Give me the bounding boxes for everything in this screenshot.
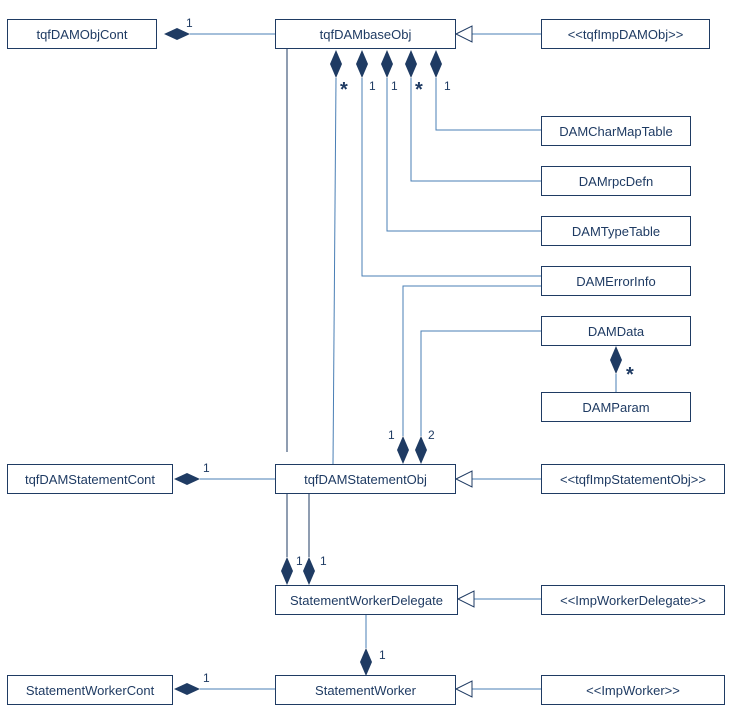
mult-delegate-right: 1 — [320, 554, 327, 568]
connector-base-error — [361, 78, 541, 277]
connector-stmt-error — [402, 285, 541, 436]
mult-base-one-a: 1 — [369, 79, 376, 93]
class-statementworker: StatementWorker — [275, 675, 456, 705]
connector-base-statement-diag — [332, 77, 337, 465]
triangle-impworker — [454, 680, 473, 698]
diamond-base-1 — [330, 50, 342, 78]
class-impworkerdelegate: <<ImpWorkerDelegate>> — [541, 585, 725, 615]
class-tqfdamstatementcont: tqfDAMStatementCont — [7, 464, 173, 494]
class-tqfimpstatementobj: <<tqfImpStatementObj>> — [541, 464, 725, 494]
diamond-base-4 — [405, 50, 417, 78]
mult-objcont-base: 1 — [186, 16, 193, 30]
mult-delegate-left: 1 — [296, 554, 303, 568]
mult-base-one-b: 1 — [391, 79, 398, 93]
class-damcharmaptable: DAMCharMapTable — [541, 116, 691, 146]
mult-worker-cont: 1 — [203, 671, 210, 685]
mult-stmt-error: 1 — [388, 428, 395, 442]
diamond-worker — [360, 648, 372, 676]
connector-base-type — [386, 78, 541, 232]
class-damdata: DAMData — [541, 316, 691, 346]
class-tqfdambaseobj: tqfDAMbaseObj — [275, 19, 456, 49]
diamond-stmt-error — [397, 436, 409, 464]
diamond-data — [610, 346, 622, 374]
diamond-stmt-data — [415, 436, 427, 464]
class-tqfdamobjcont: tqfDAMObjCont — [7, 19, 157, 49]
class-tqfdamstatementobj: tqfDAMStatementObj — [275, 464, 456, 494]
mult-base-one-c: 1 — [444, 79, 451, 93]
triangle-impdelegate — [456, 590, 475, 608]
diamond-base-5 — [430, 50, 442, 78]
mult-stmt-data: 2 — [428, 428, 435, 442]
connector-base-charmap — [435, 78, 541, 131]
mult-worker-delegate: 1 — [379, 648, 386, 662]
diamond-base-3 — [381, 50, 393, 78]
mult-stmt-cont: 1 — [203, 461, 210, 475]
mult-data-param: * — [626, 364, 634, 386]
diamond-objcont — [164, 28, 190, 40]
connector-base-rpc — [410, 78, 541, 182]
class-statementworkercont: StatementWorkerCont — [7, 675, 173, 705]
mult-base-star-right: * — [415, 79, 423, 101]
diamond-stmtcont — [174, 473, 200, 485]
class-damrpcdefn: DAMrpcDefn — [541, 166, 691, 196]
diamond-delegate-left — [281, 557, 293, 585]
class-impworker: <<ImpWorker>> — [541, 675, 725, 705]
diamond-delegate-right — [303, 557, 315, 585]
class-tqfimpdamobj: <<tqfImpDAMObj>> — [541, 19, 710, 49]
diamond-workercont — [174, 683, 200, 695]
triangle-impdam — [454, 25, 473, 43]
class-damparam: DAMParam — [541, 392, 691, 422]
class-statementworkerdelegate: StatementWorkerDelegate — [275, 585, 458, 615]
triangle-impstmt — [454, 470, 473, 488]
class-damtypetable: DAMTypeTable — [541, 216, 691, 246]
diamond-base-2 — [356, 50, 368, 78]
connector-stmt-data — [420, 330, 541, 436]
mult-base-star-left: * — [340, 79, 348, 101]
class-damerrorinfo: DAMErrorInfo — [541, 266, 691, 296]
